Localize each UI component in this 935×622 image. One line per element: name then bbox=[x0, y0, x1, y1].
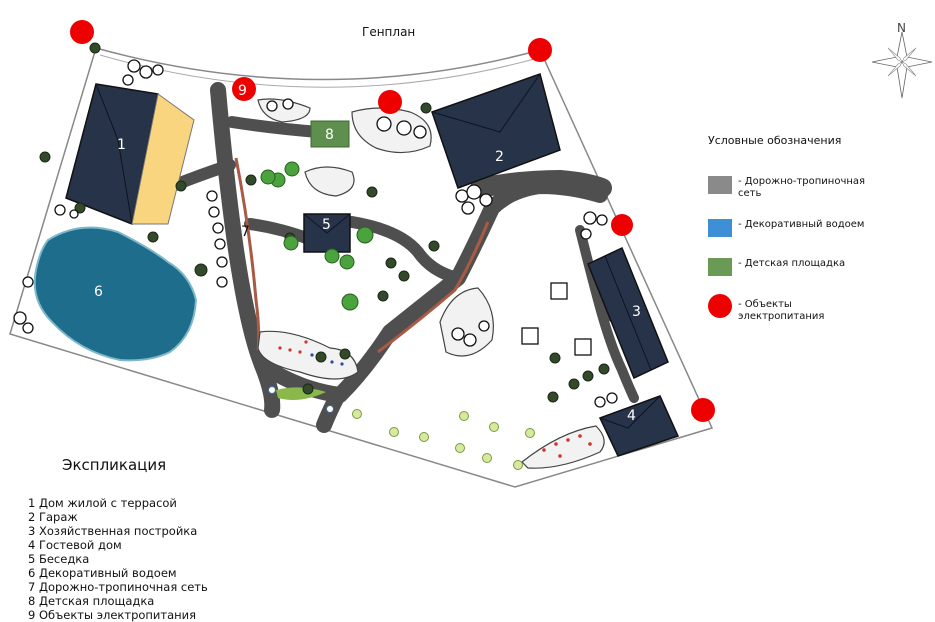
legend-item-pond: - Декоративный водоем bbox=[708, 219, 878, 237]
trees-dark bbox=[39, 42, 610, 403]
label-paths: 7 bbox=[241, 224, 250, 240]
explication-item: 8 Детская площадка bbox=[28, 594, 155, 608]
compass-icon bbox=[871, 31, 933, 99]
house-roof-ridge bbox=[95, 83, 133, 225]
label-gazebo: 5 bbox=[322, 217, 331, 233]
label-house: 1 bbox=[117, 137, 126, 153]
label-pond: 6 bbox=[94, 284, 103, 300]
explication-item: 1 Дом жилой с террасой bbox=[28, 496, 177, 510]
guest-roof-ridge bbox=[599, 395, 661, 429]
flower-dots bbox=[278, 340, 592, 458]
gazebo-roof-ridge bbox=[303, 213, 351, 234]
label-guest: 4 bbox=[627, 408, 636, 424]
brick-border-left bbox=[234, 157, 261, 351]
trees-light bbox=[260, 161, 374, 311]
label-playground: 8 bbox=[325, 127, 334, 143]
planters bbox=[521, 282, 592, 356]
explication-list: 1 Дом жилой с террасой 2 Гараж 3 Хозяйст… bbox=[28, 496, 208, 622]
legend-item-power: - Объекты электропитания bbox=[708, 294, 878, 323]
plan-title: Генплан bbox=[362, 25, 416, 39]
compass-north-letter: N bbox=[897, 21, 906, 35]
legend-swatch-paths bbox=[708, 176, 732, 194]
legend-swatch-playground bbox=[708, 258, 732, 276]
lawn-patch bbox=[276, 387, 326, 400]
pond bbox=[33, 226, 198, 362]
shrub-clusters bbox=[13, 59, 618, 408]
house-terrace bbox=[131, 93, 195, 225]
label-power: 9 bbox=[238, 83, 247, 99]
brick-border-right bbox=[377, 221, 490, 354]
legend-swatch-power bbox=[708, 294, 732, 318]
label-utility: 3 bbox=[632, 304, 641, 320]
explication-item: 2 Гараж bbox=[28, 510, 78, 524]
explication-item: 9 Объекты электропитания bbox=[28, 608, 197, 622]
explication-item: 7 Дорожно-тропиночная сеть bbox=[28, 580, 208, 594]
power-objects bbox=[70, 20, 715, 422]
explication-item: 6 Декоративный водоем bbox=[28, 566, 177, 580]
explication-title: Экспликация bbox=[62, 456, 167, 474]
lamps bbox=[268, 386, 334, 413]
legend-label-paths: - Дорожно-тропиночная сеть bbox=[738, 176, 866, 199]
legend-item-paths: - Дорожно-тропиночная сеть bbox=[708, 176, 878, 200]
explication-item: 5 Беседка bbox=[28, 552, 90, 566]
playground-area bbox=[310, 120, 350, 148]
utility-roof-ridge bbox=[604, 255, 652, 371]
explication-item: 3 Хозяйственная постройка bbox=[28, 524, 198, 538]
legend-label-playground: - Детская площадка bbox=[738, 258, 846, 269]
shrubs-yellow bbox=[352, 409, 535, 470]
garage-roof-ridge bbox=[431, 73, 541, 133]
legend-title: Условные обозначения bbox=[708, 134, 842, 147]
legend-swatch-pond bbox=[708, 219, 732, 237]
guest-building bbox=[598, 395, 680, 457]
legend-label-power: - Объекты электропитания bbox=[738, 299, 825, 322]
legend-label-pond: - Декоративный водоем bbox=[738, 219, 865, 230]
legend-item-playground: - Детская площадка bbox=[708, 258, 878, 276]
label-garage: 2 bbox=[495, 149, 504, 165]
flower-beds bbox=[257, 98, 605, 469]
explication-item: 4 Гостевой дом bbox=[28, 538, 122, 552]
